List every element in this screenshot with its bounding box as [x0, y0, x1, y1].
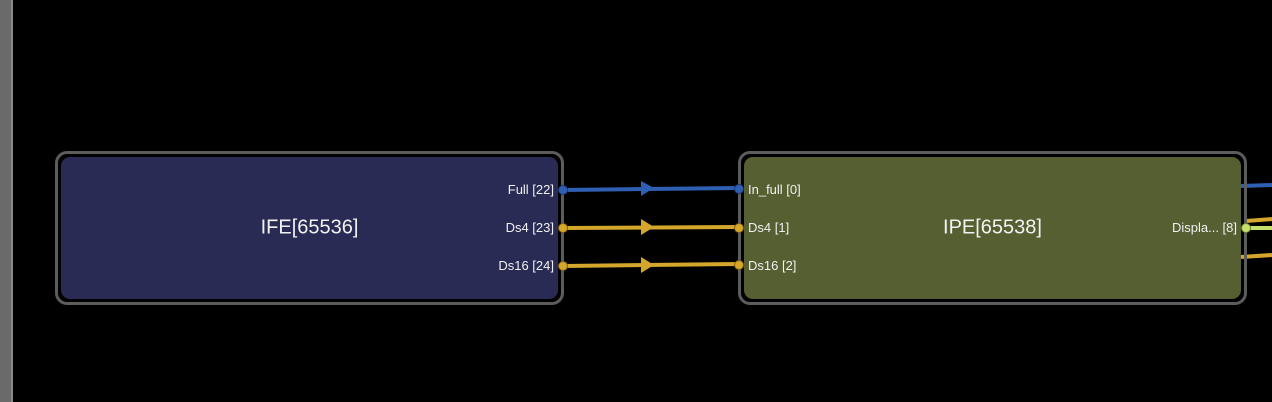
panel-edge — [0, 0, 13, 402]
node-ife-title: IFE[65536] — [260, 216, 359, 239]
wire-ds4-arrow — [641, 219, 654, 235]
ipe-input-ds16-label: Ds16 [2] — [748, 258, 797, 273]
node-ife-body: IFE[65536] Full [22] Ds4 [23] Ds16 [24] — [61, 157, 558, 299]
wire-ds16-arrow — [641, 257, 654, 273]
node-ipe-title: IPE[65538] — [943, 216, 1042, 239]
wire-full-arrow — [641, 181, 654, 196]
node-ipe-body: IPE[65538] In_full [0] Ds4 [1] Ds16 [2] … — [744, 157, 1241, 299]
wire-out-yellow-top[interactable] — [1245, 217, 1272, 223]
ipe-input-ds4-label: Ds4 [1] — [748, 220, 790, 235]
ipe-output-display-label: Displa... [8] — [1171, 220, 1237, 235]
ife-output-ds4-label: Ds4 [23] — [505, 220, 554, 235]
node-ipe[interactable]: IPE[65538] In_full [0] Ds4 [1] Ds16 [2] … — [738, 151, 1247, 305]
ife-output-full-label: Full [22] — [507, 182, 554, 197]
node-ife[interactable]: IFE[65536] Full [22] Ds4 [23] Ds16 [24] — [55, 151, 564, 305]
ipe-input-full-label: In_full [0] — [748, 182, 801, 197]
ife-output-ds16-label: Ds16 [24] — [498, 258, 554, 273]
